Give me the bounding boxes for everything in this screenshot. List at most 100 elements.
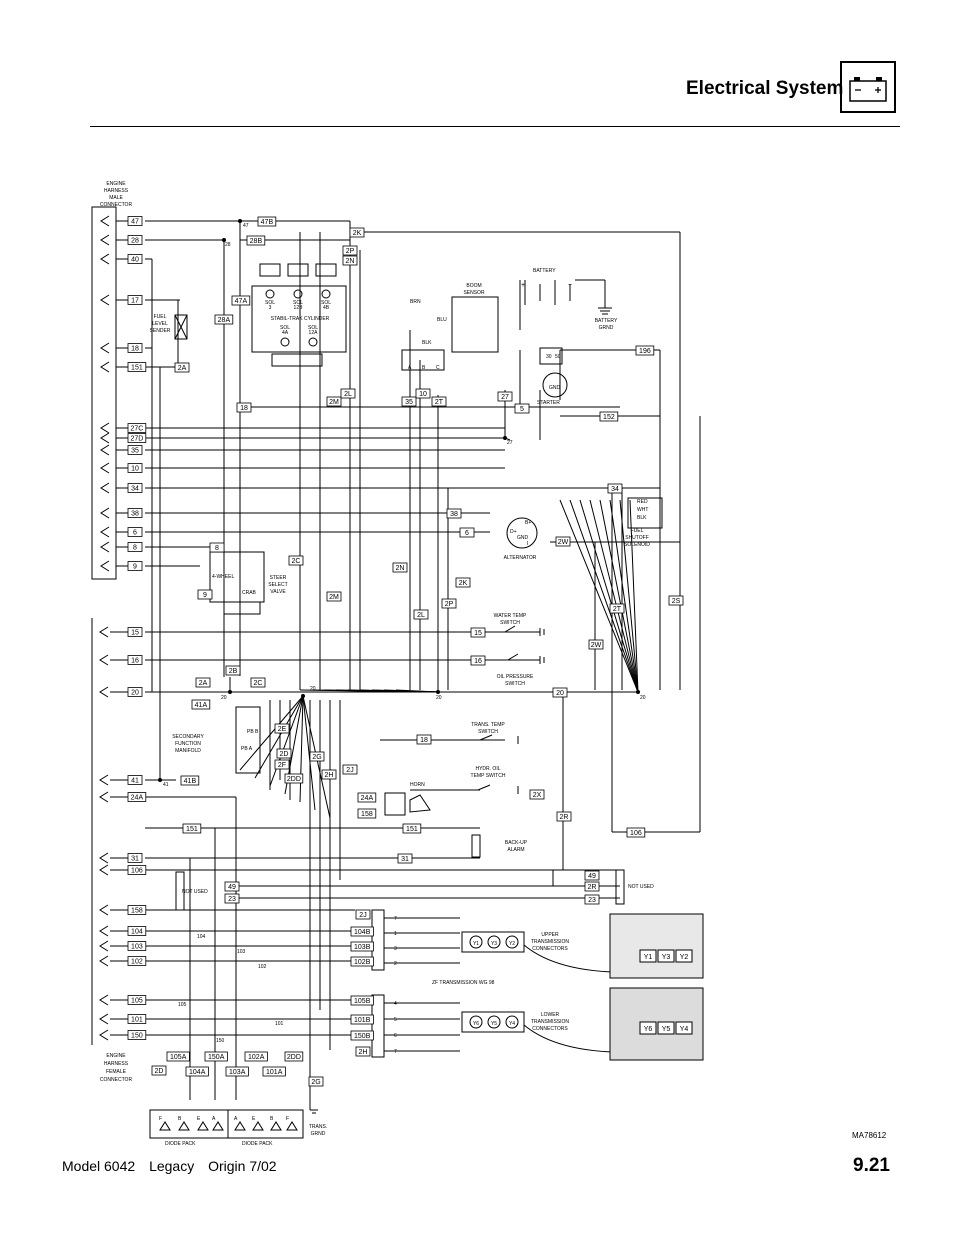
wire-tag <box>127 561 143 571</box>
wire-tag <box>127 941 147 951</box>
wire-tag <box>397 853 413 864</box>
photo-y-label: Y1 <box>644 954 653 961</box>
wire-tag-label: 102A <box>248 1054 265 1061</box>
boom-wire-brn: BRN <box>410 299 421 305</box>
wire-tag <box>284 1051 304 1062</box>
boom-sensor-label: BOOM <box>466 283 481 289</box>
wire-tag <box>350 926 374 937</box>
solenoid-label: SOL <box>265 300 275 306</box>
wire-tag <box>250 677 266 688</box>
wire-tag <box>197 589 213 600</box>
wire-tag-label: 2N <box>346 258 355 265</box>
wire-tag-label: 151 <box>186 826 198 833</box>
wire-tag-label: 2DD <box>287 1054 301 1061</box>
wire-tag <box>326 396 342 407</box>
wire-tag <box>455 577 471 588</box>
secondary-manifold-label: SECONDARY <box>172 734 204 740</box>
wire-tag <box>609 603 625 614</box>
diode-letter: A <box>212 1116 216 1122</box>
wire-tag <box>127 775 143 785</box>
wire-tag <box>342 764 358 775</box>
wire-tag-label: 105B <box>354 998 371 1005</box>
y-valve-label: Y5 <box>491 1021 497 1027</box>
lower-connectors-label: LOWER <box>541 1012 560 1018</box>
wire-tag <box>127 508 143 518</box>
wire-tag-label: 101B <box>354 1017 371 1024</box>
starter-label: STARTER <box>537 400 560 406</box>
y-valve-icon <box>469 935 483 949</box>
wire-tag <box>127 483 143 493</box>
alternator-terminal: GND <box>517 535 529 541</box>
y-valve-label: Y6 <box>473 1021 479 1027</box>
wire <box>579 499 639 693</box>
wire-tag <box>262 1066 286 1077</box>
solenoid-connector <box>287 263 309 277</box>
wire-tag-label: 196 <box>639 348 651 355</box>
female-pin-icon <box>99 955 109 967</box>
wire-tag-label: 2B <box>229 668 238 675</box>
page-title: Electrical System <box>686 78 844 99</box>
footer-model-line: Model 6042 Legacy Origin 7/02 <box>62 1158 287 1174</box>
abc-pin-label: A <box>408 365 412 371</box>
wire-tag <box>413 609 429 620</box>
trans-pin-number: 7 <box>394 916 397 922</box>
wire-tag-label: 151 <box>131 365 143 372</box>
female-pin-icon <box>99 686 109 698</box>
male-pin-icon <box>100 560 110 572</box>
wire-tag <box>355 909 371 920</box>
photo-y-label: Y2 <box>680 954 689 961</box>
wire-tag-label: 2H <box>359 1049 368 1056</box>
wire-tag-label: 2D <box>155 1068 164 1075</box>
wire-tag <box>214 314 234 325</box>
solenoid-coil-icon <box>265 289 275 299</box>
wire-tag <box>355 1046 371 1057</box>
wire <box>589 499 639 693</box>
female-pin-icon <box>99 654 109 666</box>
y-valve-label: Y1 <box>473 941 479 947</box>
page-number: 9.21 <box>853 1155 890 1176</box>
solenoid-coil-icon <box>308 337 318 347</box>
wire <box>302 695 316 811</box>
backup-alarm <box>471 834 481 858</box>
alternator-label: ALTERNATOR <box>504 555 537 561</box>
wire-tag-label: 106 <box>131 868 143 875</box>
node-label: 105 <box>178 1002 187 1008</box>
solenoid-label: SOL <box>321 300 331 306</box>
wire-tag-label: 150 <box>131 1033 143 1040</box>
boom-wire-blu: BLU <box>437 317 447 323</box>
stabil-trak-label: STABIL-TRAK CYLINDER <box>271 316 330 322</box>
not-used-left-label: NOT USED <box>182 889 208 895</box>
wire-tag-label: 150B <box>354 1033 371 1040</box>
wire-tag-label: 103 <box>131 944 143 951</box>
wire-tag <box>127 865 147 875</box>
male-pin-icon <box>100 253 110 265</box>
wire-tag-label: 105A <box>170 1054 187 1061</box>
wire-tag-label: 2R <box>560 814 569 821</box>
diode-letter: B <box>270 1116 274 1122</box>
solenoid-label: 4B <box>323 305 330 311</box>
male-pin-icon <box>100 507 110 519</box>
wire-tag-label: 49 <box>588 873 596 880</box>
upper-connectors-label: UPPER <box>541 932 559 938</box>
wire-tag-label: 16 <box>474 658 482 665</box>
header-divider <box>90 126 900 127</box>
photo-y-box <box>639 1021 657 1035</box>
female-pin-icon <box>99 925 109 937</box>
wire-tag-label: 151 <box>406 826 418 833</box>
wire-tag-label: 2L <box>417 612 425 619</box>
male-pin-icon <box>100 541 110 553</box>
y-valve-icon <box>505 1015 519 1029</box>
stabil-trak-lower-connector <box>271 353 323 367</box>
female-connector-title: CONNECTOR <box>100 1077 133 1083</box>
male-pin-icon <box>100 462 110 474</box>
trans-connector-upper <box>371 909 385 971</box>
wire-tag <box>127 254 143 264</box>
wire-tag <box>236 402 252 413</box>
wire-tag-label: 158 <box>361 811 373 818</box>
wire-tag-label: 102B <box>354 959 371 966</box>
wire-tag-label: 34 <box>131 486 139 493</box>
female-connector-title: ENGINE <box>106 1053 126 1059</box>
photo-y-box <box>657 949 675 963</box>
female-pin-icon <box>99 864 109 876</box>
footer-model: Model 6042 <box>62 1158 136 1174</box>
